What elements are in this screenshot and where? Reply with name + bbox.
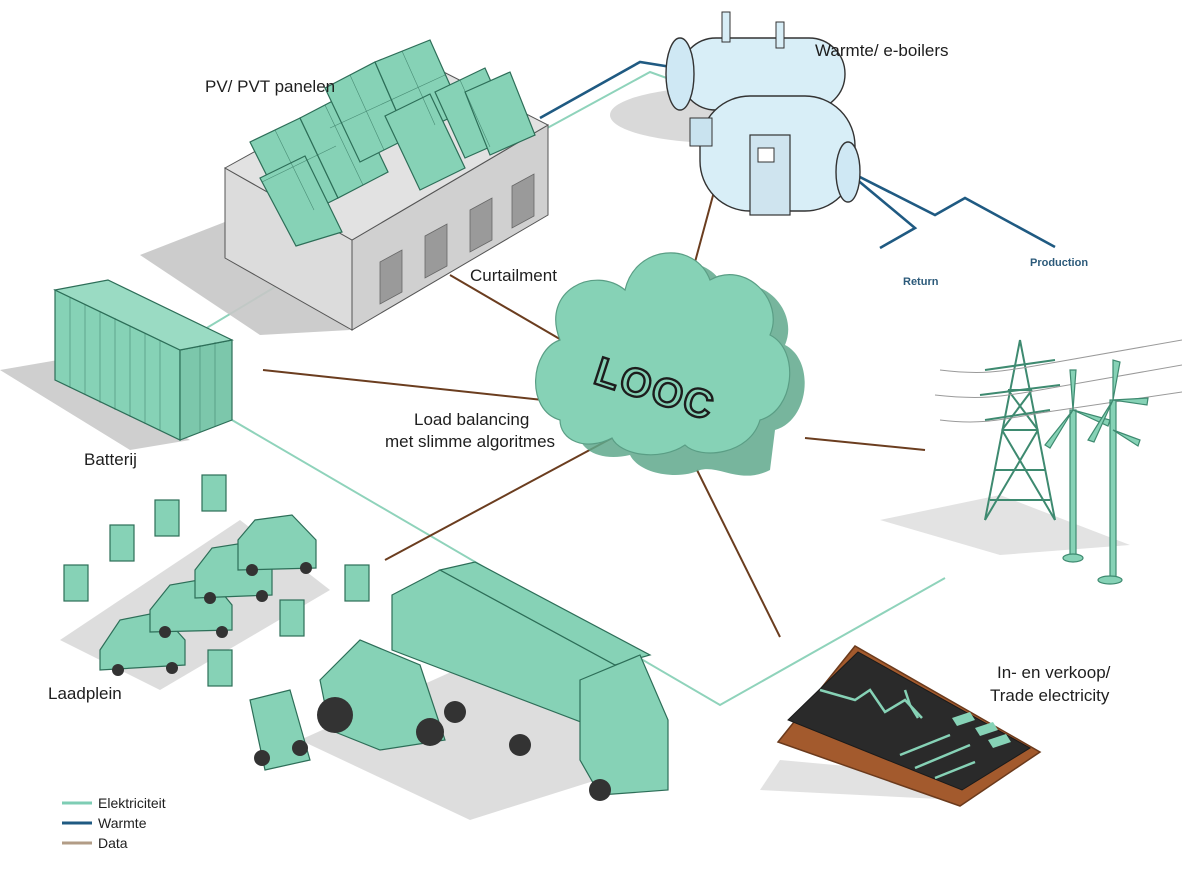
label-production: Production — [1030, 257, 1088, 269]
label-trade-electricity: Trade electricity — [990, 686, 1110, 705]
grid-and-wind — [880, 339, 1182, 585]
legend-label-heat: Warmte — [98, 815, 147, 831]
label-warmte-boilers: Warmte/ e-boilers — [815, 41, 949, 60]
legend: Elektriciteit Warmte Data — [62, 795, 166, 851]
label-curtailment: Curtailment — [470, 266, 557, 285]
smartphone — [760, 645, 1042, 807]
label-in-verkoop: In- en verkoop/ — [997, 663, 1111, 682]
charging-plaza — [60, 474, 370, 690]
looc-cloud: LOOC — [535, 252, 805, 476]
data-lines — [262, 187, 926, 638]
e-boiler — [610, 11, 861, 216]
legend-label-electricity: Elektriciteit — [98, 795, 166, 811]
solar-panel-grid — [261, 50, 491, 211]
label-return: Return — [903, 276, 939, 288]
battery-container — [0, 279, 234, 450]
solar-panels — [249, 39, 536, 247]
label-slimme-algoritmes: met slimme algoritmes — [385, 432, 555, 451]
truck-and-vehicles — [249, 561, 669, 820]
label-batterij: Batterij — [84, 450, 137, 469]
label-pv-panels: PV/ PVT panelen — [205, 77, 335, 96]
label-laadplein: Laadplein — [48, 684, 122, 703]
legend-label-data: Data — [98, 835, 128, 851]
label-load-balancing: Load balancing — [414, 410, 529, 429]
